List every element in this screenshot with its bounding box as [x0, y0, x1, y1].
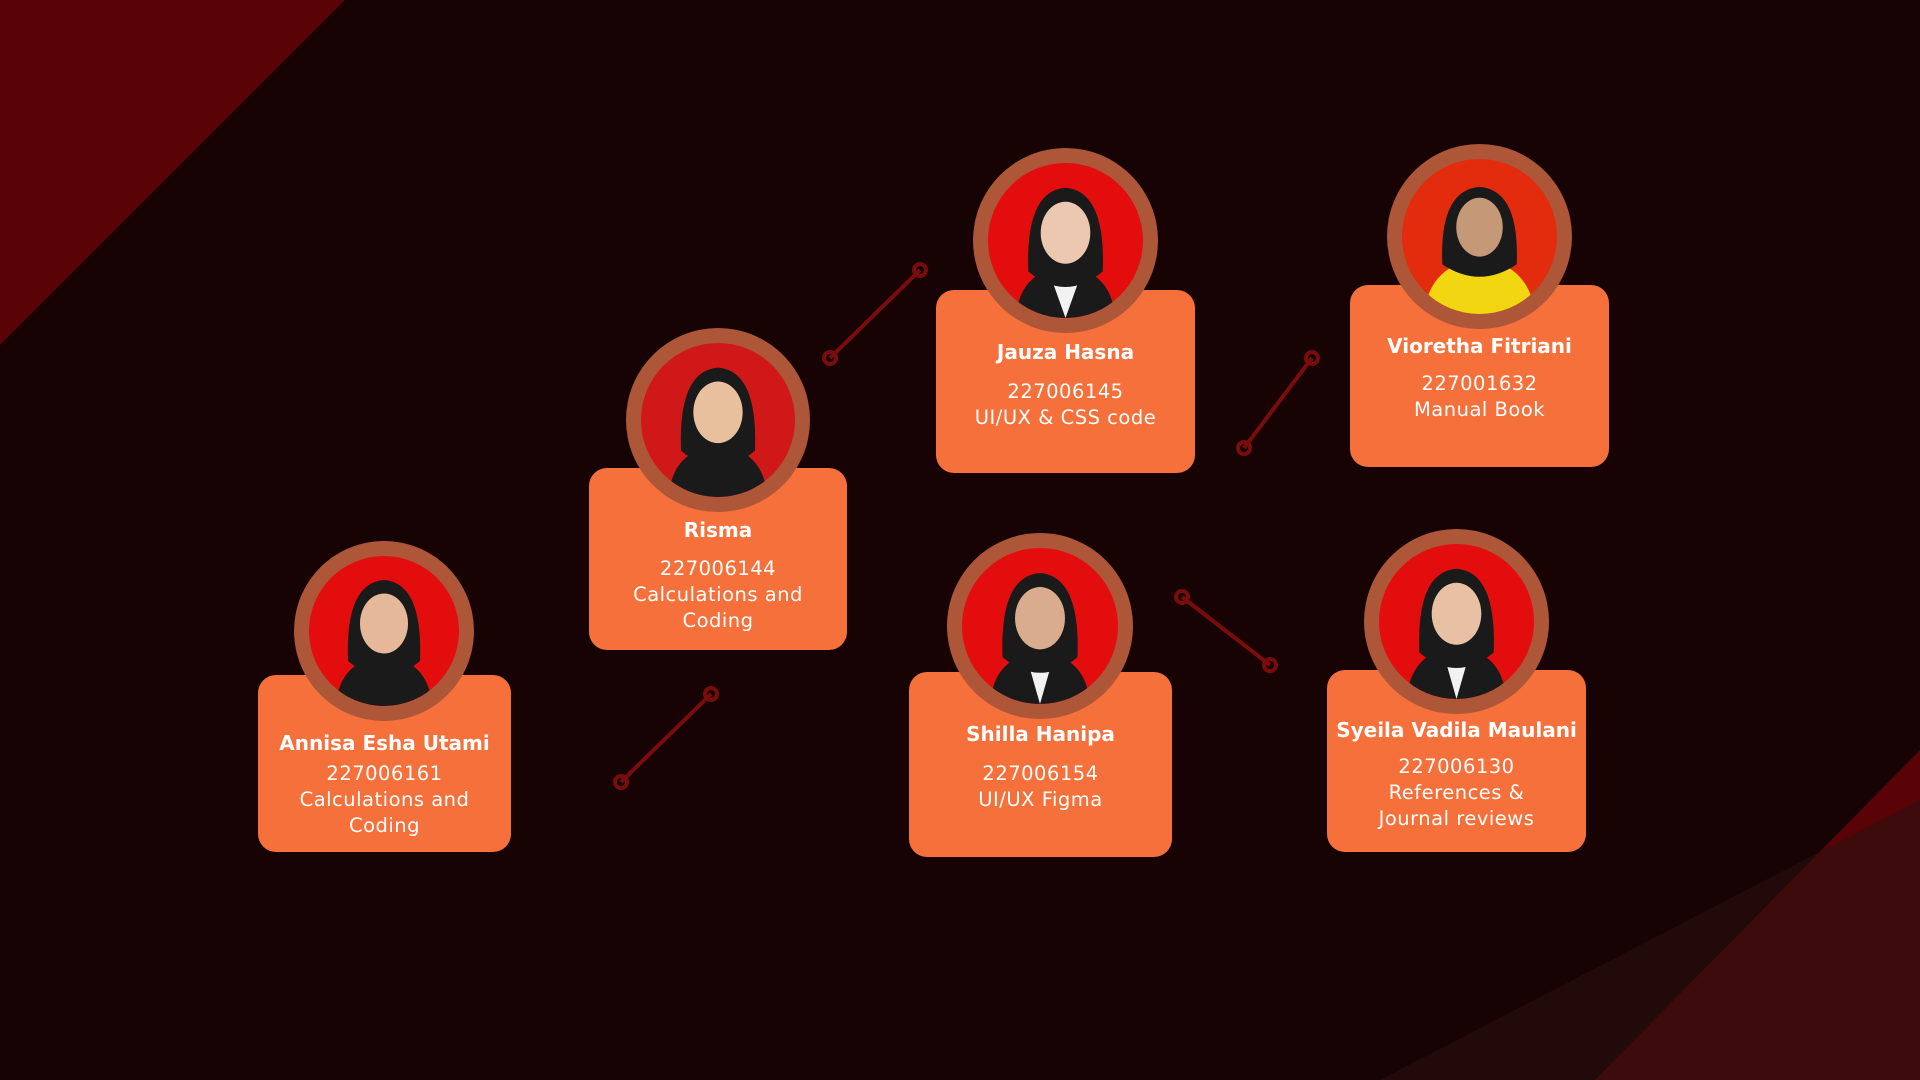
avatar: [626, 328, 810, 512]
member-id: 227006161: [326, 762, 443, 785]
person-photo-icon: [1406, 568, 1507, 699]
member-role-line1: Calculations and: [633, 583, 803, 606]
member-details: 227001632 Manual Book: [1360, 371, 1599, 423]
member-role-line1: Calculations and: [299, 788, 470, 811]
member-id: 227006154: [982, 762, 1099, 785]
member-id: 227006145: [1007, 380, 1124, 403]
member-role-line2: Coding: [348, 814, 421, 837]
member-details: 227006144 Calculations and Coding: [599, 556, 837, 634]
member-details: 227006130 References & Journal reviews: [1337, 754, 1576, 832]
member-role-line1: Manual Book: [1413, 398, 1546, 421]
member-role-line1: UI/UX Figma: [978, 788, 1103, 811]
person-photo-icon: [1423, 186, 1536, 314]
avatar: [294, 541, 474, 721]
member-details: 227006161 Calculations and Coding: [268, 761, 501, 839]
person-photo-icon: [668, 367, 768, 497]
avatar: [1387, 144, 1572, 329]
member-role-line2: Journal reviews: [1378, 807, 1535, 830]
avatar: [973, 148, 1158, 333]
member-name: Risma: [683, 518, 753, 542]
member-role-line1: References &: [1388, 781, 1525, 804]
member-name: Jauza Hasna: [996, 340, 1135, 364]
member-info-card: Annisa Esha Utami 227006161 Calculations…: [258, 675, 511, 852]
member-details: 227006154 UI/UX Figma: [919, 761, 1162, 813]
member-details: 227006145 UI/UX & CSS code: [946, 379, 1185, 431]
person-photo-icon: [1015, 187, 1116, 318]
member-info-card: Jauza Hasna 227006145 UI/UX & CSS code: [936, 290, 1195, 473]
member-info-card: Risma 227006144 Calculations and Coding: [589, 468, 847, 650]
member-name: Vioretha Fitriani: [1387, 334, 1572, 358]
member-id: 227001632: [1421, 372, 1538, 395]
member-info-card: Vioretha Fitriani 227001632 Manual Book: [1350, 285, 1609, 467]
member-name: Annisa Esha Utami: [279, 731, 490, 755]
member-id: 227006130: [1398, 755, 1515, 778]
avatar: [1364, 529, 1549, 714]
person-photo-icon: [990, 572, 1090, 704]
person-photo-icon: [336, 580, 432, 706]
member-role-line2: Coding: [682, 609, 754, 632]
member-name: Shilla Hanipa: [966, 722, 1115, 746]
member-id: 227006144: [659, 557, 777, 580]
avatar: [947, 533, 1133, 719]
member-name: Syeila Vadila Maulani: [1336, 718, 1577, 742]
member-role-line1: UI/UX & CSS code: [974, 406, 1157, 429]
